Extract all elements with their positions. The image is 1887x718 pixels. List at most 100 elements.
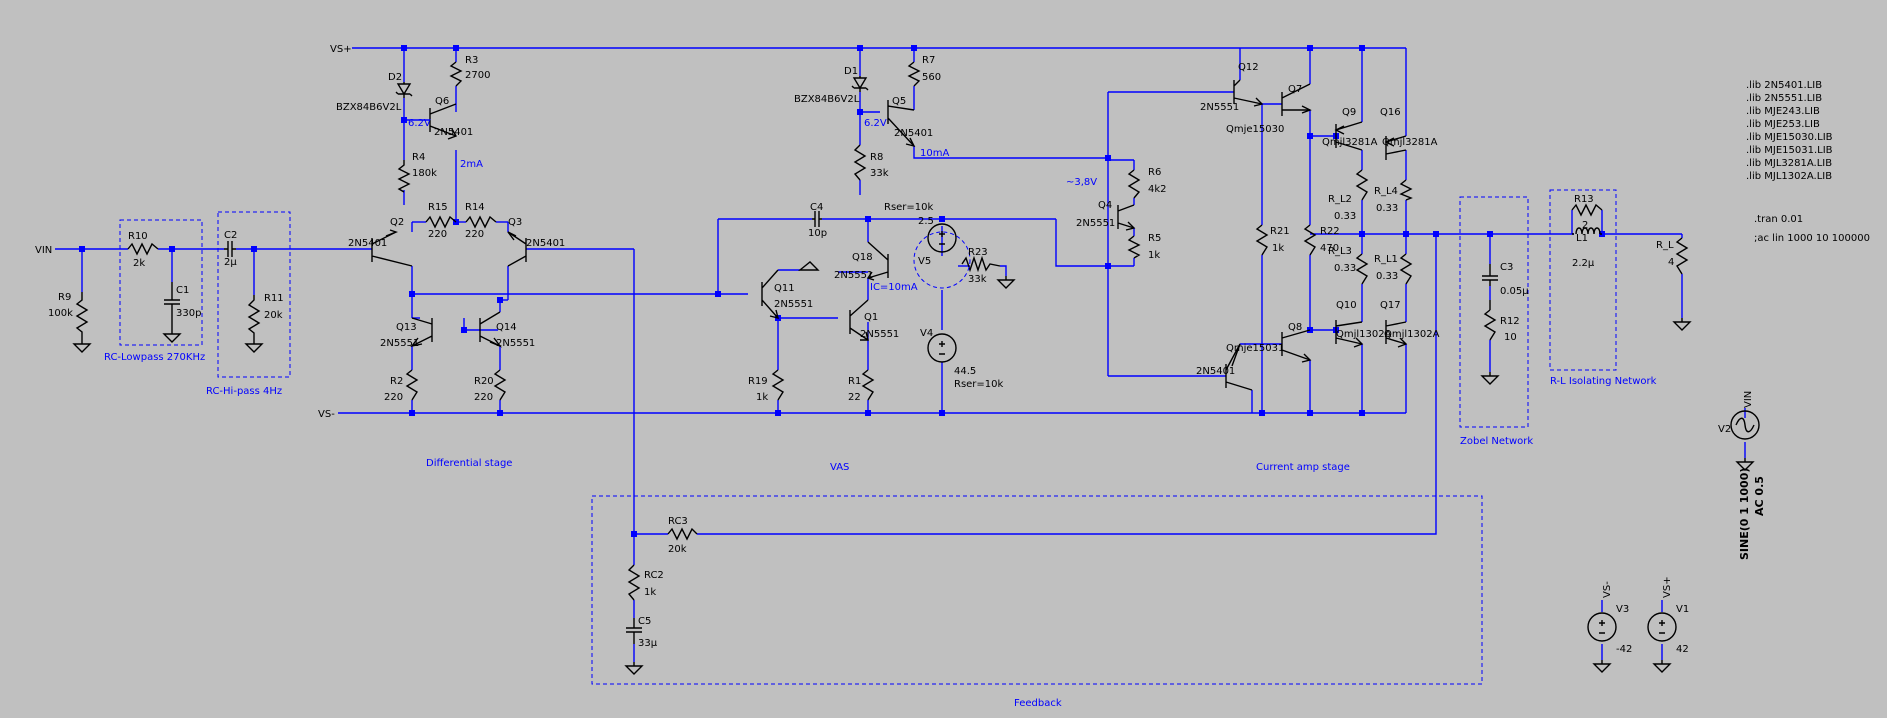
ref-R_L4: R_L4	[1374, 186, 1398, 197]
val-Q11: 2N5551	[774, 299, 813, 310]
ref-R23: R23	[968, 247, 988, 258]
ref-Q2: Q2	[390, 217, 404, 228]
block-titles: RC-Lowpass 270KHz RC-Hi-pass 4Hz Differe…	[104, 352, 1657, 709]
annotation-3-8v: ~3,8V	[1066, 177, 1097, 188]
val-C4: 10p	[808, 228, 827, 239]
val-R23: 33k	[968, 274, 987, 285]
val-V2: SINE(0 1 1000)	[1738, 468, 1751, 560]
resistor-R23	[961, 255, 1001, 273]
annotations: 6.2V 6.2V 2mA 10mA IC=10mA ~3,8V	[408, 118, 1097, 293]
val-V5: 2.5	[918, 216, 934, 227]
resistor-R7	[907, 61, 921, 87]
ref-V1: V1	[1676, 604, 1689, 615]
val-R_L4: 0.33	[1376, 203, 1398, 214]
ref-Q16: Q16	[1380, 107, 1401, 118]
ref-C5: C5	[638, 616, 651, 627]
capacitor-C4	[812, 211, 822, 227]
val-R9: 100k	[48, 308, 73, 319]
ref-R21: R21	[1270, 226, 1290, 237]
val-Q1: 2N5551	[860, 329, 899, 340]
net-label-v1-vs-plus: VS+	[1662, 576, 1673, 598]
source-V3	[1587, 612, 1617, 642]
ref-R3: R3	[465, 55, 478, 66]
val-V1: 42	[1676, 644, 1689, 655]
ref-V4: V4	[920, 328, 933, 339]
component-labels: R10 2k R9 100k C1 330p C2 2µ R11 20k D2 …	[48, 55, 1766, 655]
resistor-R_L	[1675, 237, 1689, 275]
val-R14: 220	[465, 229, 484, 240]
val-D2: BZX84B6V2L	[336, 102, 402, 113]
val-R7: 560	[922, 72, 941, 83]
ref-R5: R5	[1148, 233, 1161, 244]
annotation-ic-10ma: IC=10mA	[870, 282, 918, 293]
resistor-R_L3	[1355, 253, 1369, 285]
directive-lib: .lib 2N5551.LIB	[1746, 93, 1822, 104]
block-label-current-amp: Current amp stage	[1256, 462, 1350, 473]
val-D1: BZX84B6V2L	[794, 94, 860, 105]
ref-V5: V5	[918, 256, 931, 267]
directive-lib: .lib MJL1302A.LIB	[1746, 171, 1832, 182]
bjt-Q1	[849, 299, 869, 341]
val-R11: 20k	[264, 310, 283, 321]
resistor-R10	[127, 242, 159, 256]
val-Q13: 2N5551	[380, 338, 419, 349]
ref-RC3: RC3	[668, 516, 688, 527]
ref-Q10: Q10	[1336, 300, 1357, 311]
resistor-R13	[1571, 203, 1603, 217]
ref-R19: R19	[748, 376, 768, 387]
ref-Q5: Q5	[892, 96, 906, 107]
ref-Q9: Q9	[1342, 107, 1356, 118]
inductor-L1	[1572, 227, 1602, 235]
source-V5	[927, 223, 957, 253]
ref-R13: R13	[1574, 194, 1594, 205]
zener-D2	[395, 82, 413, 98]
val-Q2: 2N5401	[348, 238, 387, 249]
block-label-rl-isolating: R-L Isolating Network	[1550, 376, 1657, 387]
ref-D2: D2	[388, 72, 402, 83]
capacitor-C2	[224, 241, 236, 257]
wires	[55, 47, 1746, 662]
bjt-Q9	[1334, 121, 1363, 151]
block-label-zobel: Zobel Network	[1460, 436, 1533, 447]
directive-lib: .lib MJE243.LIB	[1746, 106, 1820, 117]
bjt-Q13	[410, 317, 433, 348]
resistor-R_L1	[1399, 253, 1413, 285]
ref-R4: R4	[412, 152, 425, 163]
ref-Q11: Q11	[774, 283, 795, 294]
val-C2: 2µ	[224, 257, 237, 268]
directive-lib: .lib MJE15031.LIB	[1746, 145, 1833, 156]
annotation-2ma: 2mA	[460, 159, 483, 170]
ref-Q17: Q17	[1380, 300, 1401, 311]
val-R22: 470	[1320, 243, 1339, 254]
val-Q4: 2N5551	[1076, 218, 1115, 229]
annotation-10ma: 10mA	[920, 148, 949, 159]
resistor-R12	[1483, 309, 1497, 341]
net-label-v3-vs-minus: VS-	[1602, 581, 1613, 598]
val-Q12: 2N5551	[1200, 102, 1239, 113]
bjt-Q17	[1385, 320, 1408, 348]
ref-Q4: Q4	[1098, 200, 1112, 211]
resistor-R21	[1255, 224, 1269, 256]
bjt-Q18	[866, 241, 889, 281]
resistor-R1	[861, 369, 875, 401]
val-R_L: 4	[1668, 257, 1674, 268]
ref-R1: R1	[848, 376, 861, 387]
block-label-rc-lowpass: RC-Lowpass 270KHz	[104, 352, 205, 363]
ref-R_L1: R_L1	[1374, 254, 1398, 265]
val-R10: 2k	[133, 258, 145, 269]
annotation-d2-voltage: 6.2V	[408, 118, 431, 129]
annotation-d1-voltage: 6.2V	[864, 118, 887, 129]
val-Q14: 2N5551	[496, 338, 535, 349]
ref-C1: C1	[176, 285, 189, 296]
val-R12: 10	[1504, 332, 1517, 343]
capacitor-C3	[1482, 264, 1498, 310]
val-R_L3: 0.33	[1334, 263, 1356, 274]
val-R3: 2700	[465, 70, 490, 81]
bjt-Q2	[371, 229, 413, 267]
ref-C3: C3	[1500, 262, 1513, 273]
block-label-vas: VAS	[830, 462, 849, 473]
extra-V2: AC 0.5	[1753, 476, 1766, 516]
val-RC2: 1k	[644, 587, 656, 598]
val-R19: 1k	[756, 392, 768, 403]
